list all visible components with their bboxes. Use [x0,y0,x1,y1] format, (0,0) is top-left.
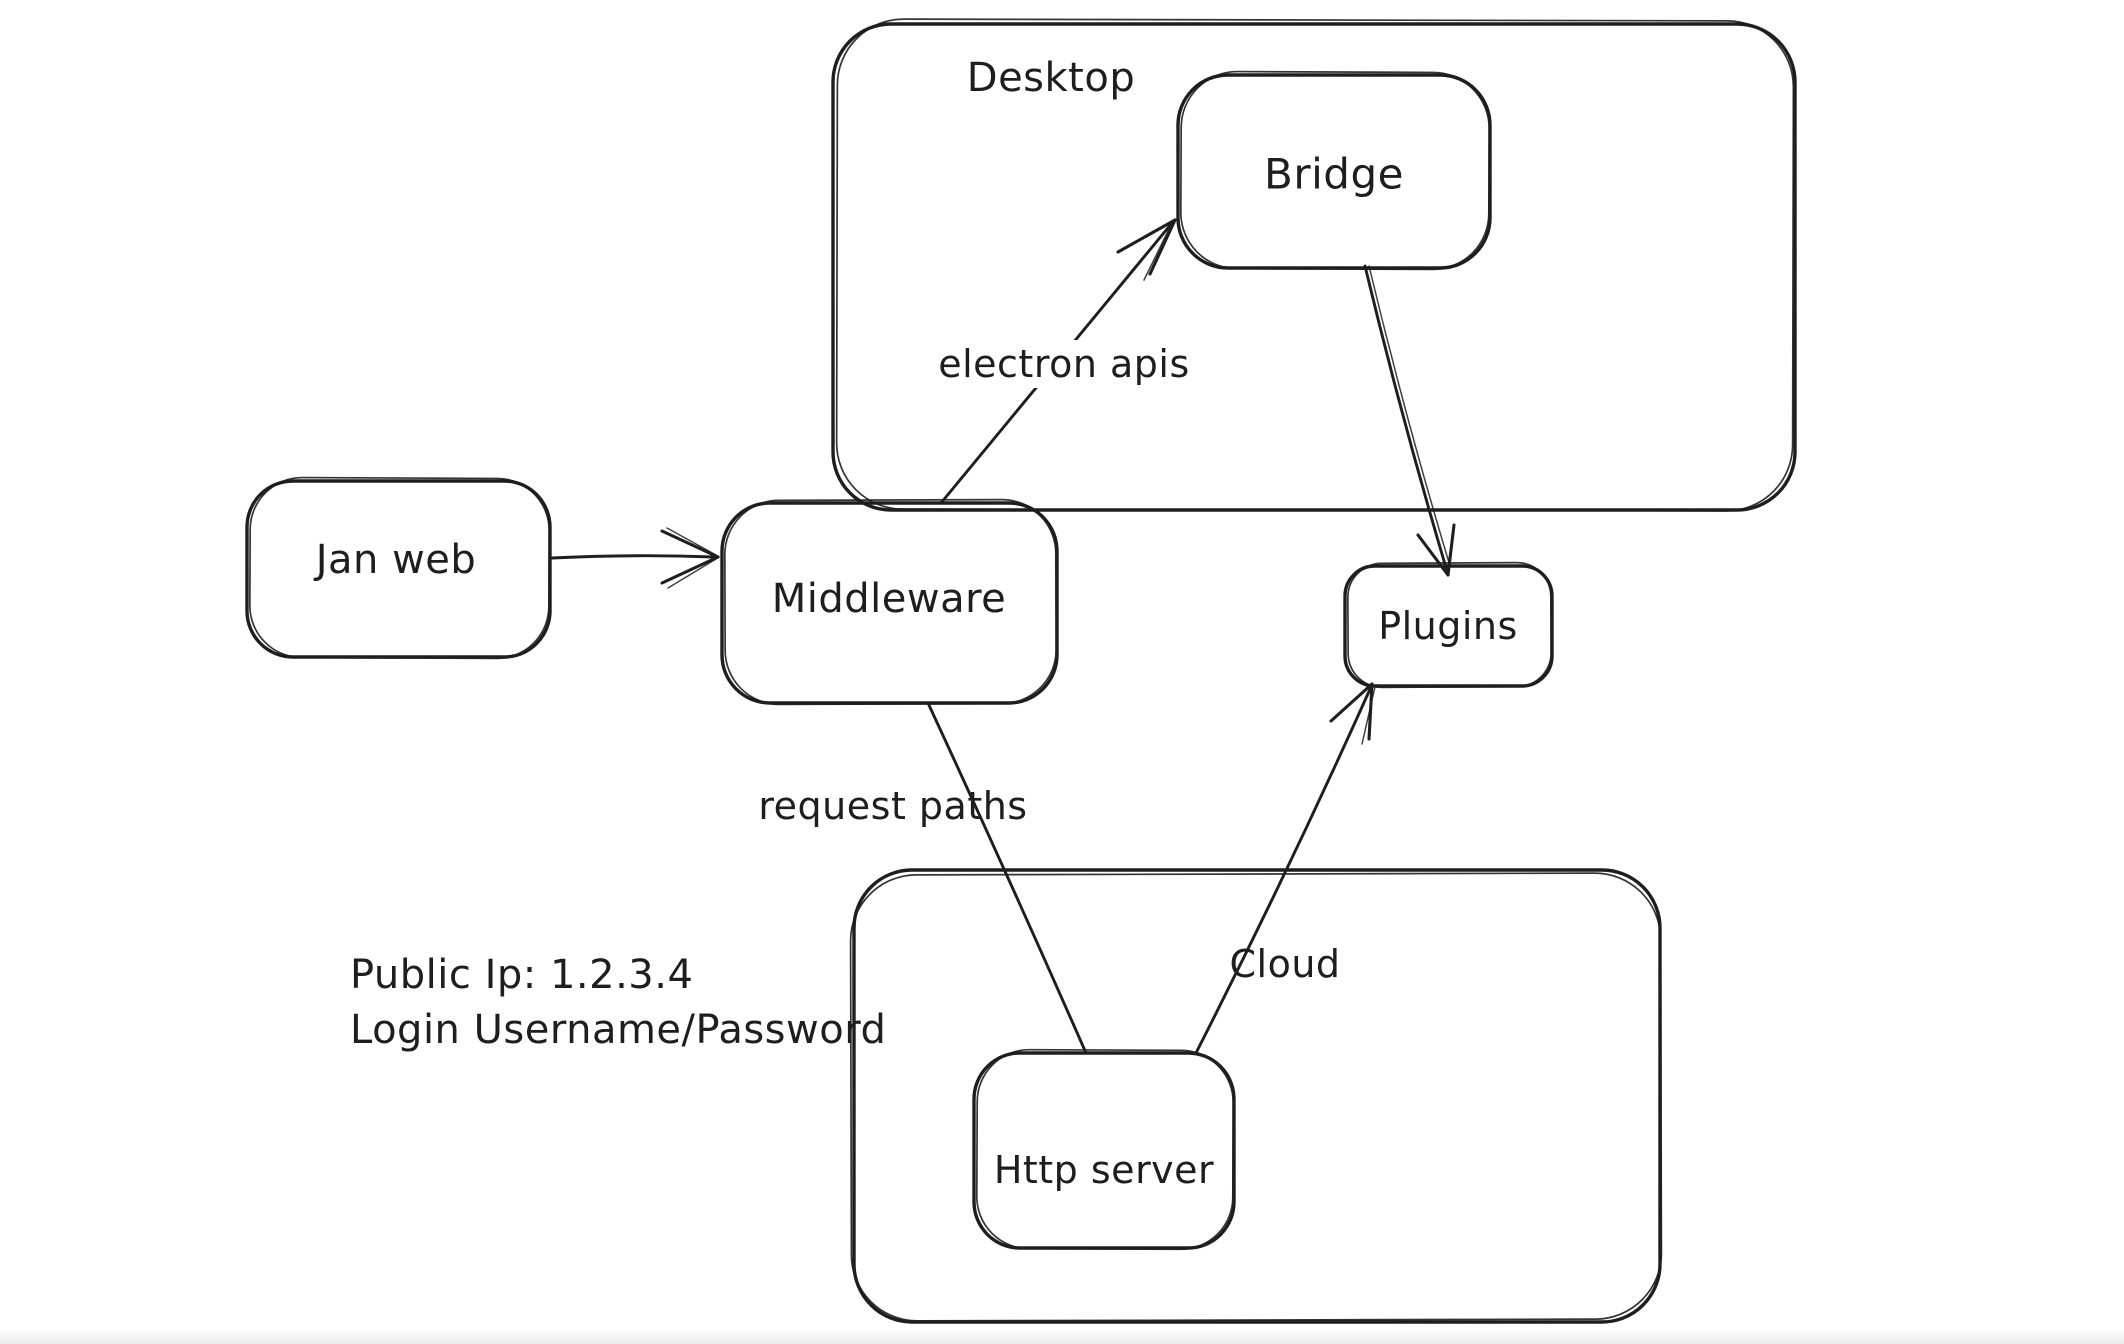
jan-web-node-shape[interactable] [245,476,552,660]
credentials-annotation: Public Ip: 1.2.3.4 Login Username/Passwo… [350,948,886,1058]
login-text: Login Username/Password [350,1007,887,1053]
http-server-node-shape[interactable] [972,1048,1236,1251]
edge-bridge-to-plugins[interactable] [1363,264,1456,577]
cloud-container-shape[interactable] [849,868,1663,1324]
middleware-node-shape[interactable] [720,498,1059,706]
edge-middleware-to-http-server[interactable] [926,701,1088,1055]
http-server-node-label: Http server [993,1148,1215,1192]
edge-jan-web-to-middleware[interactable] [550,527,720,589]
middleware-node-label: Middleware [771,576,1007,622]
bridge-node-label: Bridge [1264,149,1404,199]
edge-http-server-to-plugins[interactable] [1194,682,1376,1055]
bridge-node-shape[interactable] [1176,70,1492,271]
desktop-container-shape[interactable] [831,18,1797,512]
plugins-node-label: Plugins [1378,604,1518,648]
jan-web-node-label: Jan web [315,537,477,583]
public-ip-text: Public Ip: 1.2.3.4 [350,952,694,998]
desktop-container-label: Desktop [966,55,1136,101]
edge-label-request-paths: request paths [758,784,1028,828]
page-bottom-edge [0,1328,2124,1344]
cloud-container-label: Cloud [1229,942,1341,986]
edge-label-electron-apis: electron apis [928,340,1200,388]
